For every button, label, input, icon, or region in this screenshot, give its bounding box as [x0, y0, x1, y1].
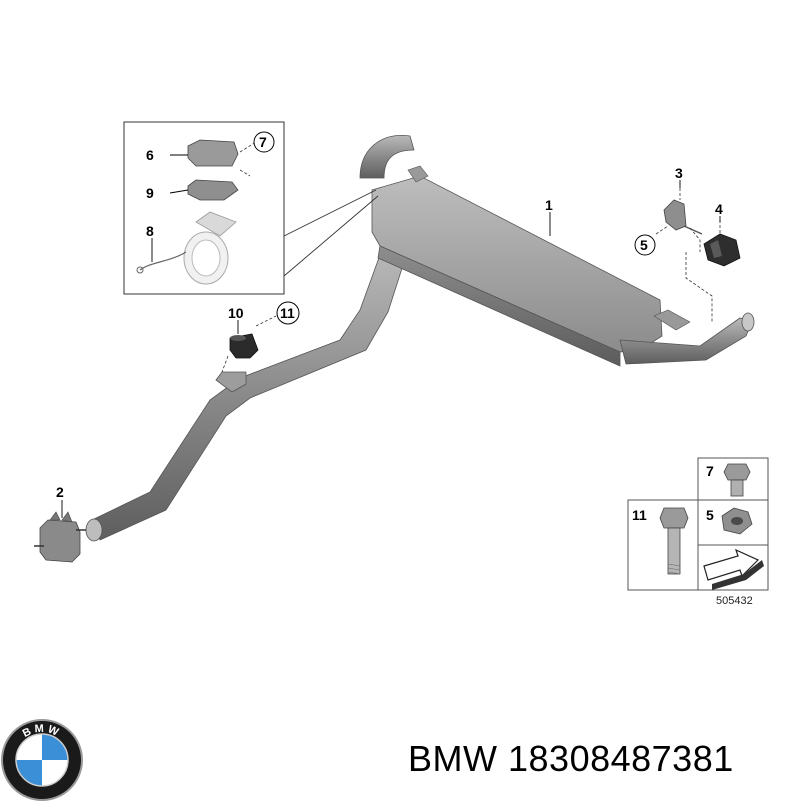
callout-circle-5	[634, 234, 656, 256]
nut-5-icon	[721, 507, 753, 535]
callout-10: 10	[228, 305, 244, 321]
callout-leaders	[61, 154, 721, 518]
fastener-legend: 7 5 11 505432	[627, 457, 769, 607]
callout-9: 9	[146, 185, 154, 201]
bracket-part-9	[187, 179, 239, 201]
part-caption: BMW 18308487381	[408, 738, 734, 780]
callout-1: 1	[545, 197, 553, 213]
part-number: 18308487381	[508, 738, 734, 779]
callout-circle-7	[253, 131, 275, 153]
legend-label-7: 7	[706, 463, 714, 479]
rubber-mount-part-4	[703, 233, 741, 267]
arrow-icon	[703, 548, 764, 590]
callout-4: 4	[715, 201, 723, 217]
clamp-ring-part-8	[136, 211, 237, 285]
hanger-part-3	[663, 199, 703, 235]
detail-inset	[123, 121, 379, 295]
logo-letters: BMW	[21, 723, 60, 740]
callout-8: 8	[146, 223, 154, 239]
callout-7: 7	[259, 134, 267, 150]
callout-2: 2	[56, 484, 64, 500]
bmw-logo: BMW	[1, 719, 83, 801]
bracket-part-6	[187, 139, 239, 167]
callout-circle-11	[276, 301, 300, 325]
callout-5: 5	[640, 237, 648, 253]
legend-label-11: 11	[632, 507, 647, 523]
bolt-7-icon	[723, 463, 751, 497]
rear-muffler	[359, 135, 755, 367]
drawing-number: 505432	[716, 595, 753, 607]
bolt-11-icon	[659, 507, 689, 575]
callout-3: 3	[675, 165, 683, 181]
callout-6: 6	[146, 147, 154, 163]
brand-name: BMW	[408, 738, 498, 779]
svg-text:BMW: BMW	[21, 723, 63, 740]
rubber-mount-part-10	[221, 315, 277, 373]
callout-11: 11	[280, 305, 295, 321]
clamp-part-2	[34, 511, 86, 563]
legend-label-5: 5	[706, 507, 714, 523]
hanger-leader-lines	[655, 188, 721, 322]
